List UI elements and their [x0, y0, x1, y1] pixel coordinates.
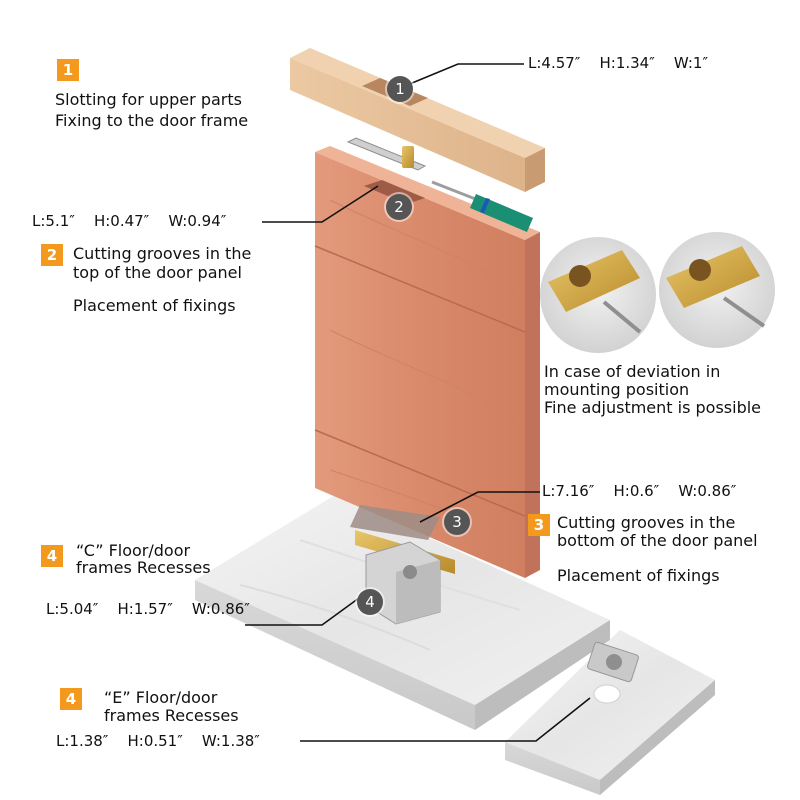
step-1-dimensions: L:4.57″ H:1.34″ W:1″ [528, 54, 709, 72]
step-4c-marker: 4 [357, 589, 383, 615]
door-frame-beam [290, 48, 545, 192]
step-3-badge: 3 [528, 514, 550, 536]
leader-lines [245, 63, 591, 742]
step-3-title-line1: Cutting grooves in the [557, 513, 736, 532]
step-2-badge: 2 [41, 244, 63, 266]
step-3-dimensions: L:7.16″ H:0.6″ W:0.86″ [542, 482, 737, 500]
step-2-note: Placement of fixings [73, 296, 236, 315]
step-4e-dimensions: L:1.38″ H:0.51″ W:1.38″ [56, 732, 260, 750]
screwdriver [431, 180, 533, 232]
step-3-title-line2: bottom of the door panel [557, 531, 758, 550]
step-2-dimensions: L:5.1″ H:0.47″ W:0.94″ [32, 212, 227, 230]
step-4c-title-line2: frames Recesses [76, 558, 211, 577]
step-1-subtitle: Fixing to the door frame [55, 111, 249, 130]
step-2-title-line2: top of the door panel [73, 263, 242, 282]
door-panel [314, 146, 540, 578]
adjust-line-1: In case of deviation in [544, 362, 721, 381]
adjust-line-3: Fine adjustment is possible [544, 398, 762, 417]
adjustment-detail-left [540, 237, 656, 353]
step-4e-badge: 4 [60, 688, 82, 710]
step-1-badge: 1 [57, 59, 79, 81]
floor-slab-small [505, 630, 715, 795]
upper-pivot-strip [346, 137, 427, 171]
step-2-marker: 2 [386, 194, 412, 220]
adjust-line-2: mounting position [544, 380, 690, 399]
step-4e-title-line2: frames Recesses [104, 706, 239, 725]
step-4c-title-line1: “C” Floor/door [76, 541, 191, 560]
step-1-marker: 1 [387, 76, 413, 102]
step-1-title: Slotting for upper parts [55, 90, 242, 109]
step-4c-dimensions: L:5.04″ H:1.57″ W:0.86″ [46, 600, 250, 618]
adjustment-detail-right [659, 232, 775, 348]
step-2-title-line1: Cutting grooves in the [73, 244, 252, 263]
floor-pivot-box [355, 530, 455, 625]
step-4e-title-line1: “E” Floor/door [104, 688, 218, 707]
step-3-marker: 3 [444, 509, 470, 535]
step-4c-badge: 4 [41, 545, 63, 567]
step-3-note: Placement of fixings [557, 566, 720, 585]
